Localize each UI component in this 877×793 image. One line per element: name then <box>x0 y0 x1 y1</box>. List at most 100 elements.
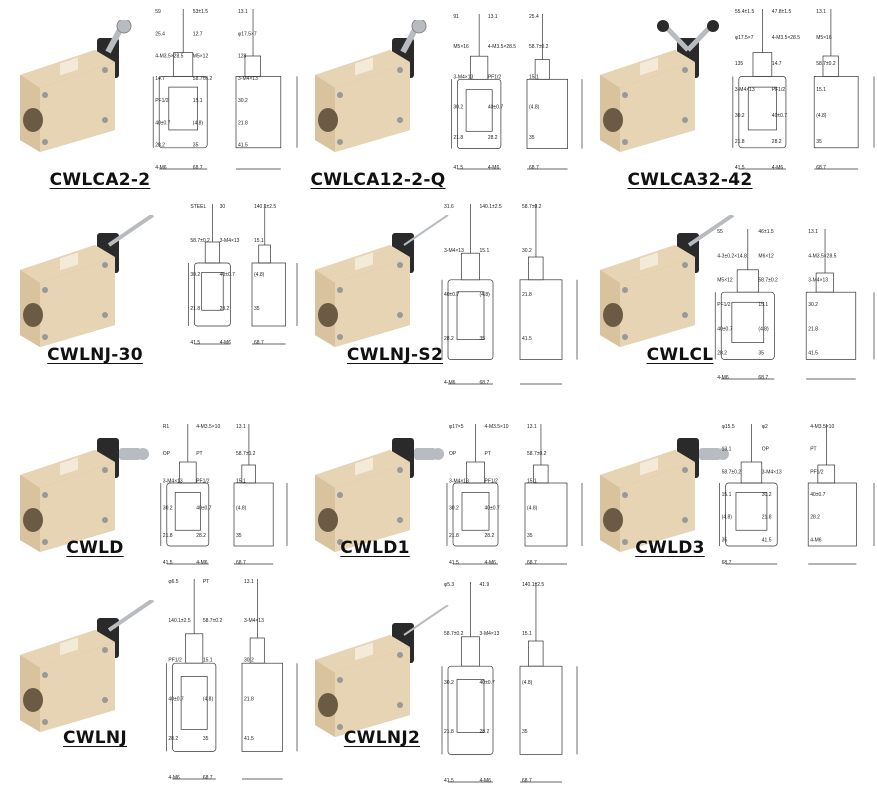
dimension-label: 46±1.5 <box>758 229 773 235</box>
dimension-label: (4.8) <box>203 697 214 703</box>
dimension-label: 4-M6 <box>772 165 784 171</box>
switch-body <box>600 50 695 152</box>
dimension-label: 15.1 <box>522 631 532 637</box>
dimension-label: 4-M3.5×28.5 <box>772 35 800 41</box>
dimension-label: (4.8) <box>816 113 827 119</box>
dimension-label: 68.7 <box>236 560 246 566</box>
dimension-label: 28.2 <box>810 515 820 521</box>
dimension-label: 4-M6 <box>168 775 180 781</box>
dimension-label: 135 <box>735 61 744 67</box>
dimension-label: 4-M3.5×10 <box>810 424 834 430</box>
dimension-label: 58.7±0.2 <box>444 631 464 637</box>
dimension-label: 55.4±1.5 <box>735 9 755 15</box>
dimension-label: 4-M6 <box>488 165 500 171</box>
dimension-label: 15.1 <box>529 74 539 80</box>
product-photo <box>595 420 735 560</box>
dimension-label: 4-M6 <box>155 165 167 171</box>
dimension-label: PT <box>196 451 202 457</box>
dimension-label: STEEL <box>190 204 206 210</box>
dimension-label: (4.8) <box>529 105 540 111</box>
model-name: CWLCA2-2 <box>49 170 151 190</box>
model-name: CWLD1 <box>340 538 410 558</box>
switch-body <box>315 245 410 347</box>
dimension-label: 4-M3.5×28.5 <box>808 253 836 259</box>
dimension-label: φ6.5 <box>168 579 178 585</box>
dimension-label: 35 <box>527 533 533 539</box>
dimension-label: 41.5 <box>453 165 463 171</box>
dimension-label: 14.7 <box>772 61 782 67</box>
dimension-label: 140.1±2.5 <box>522 582 544 588</box>
dimension-label: 4-M3.5×10 <box>485 424 509 430</box>
dimension-label: 41.5 <box>190 340 200 346</box>
dimension-label: 40±0.7 <box>717 326 732 332</box>
dimension-label: 4-M6 <box>485 560 497 566</box>
dimension-label: 35 <box>758 351 764 357</box>
model-name: CWLNJ <box>62 728 128 748</box>
switch-body <box>20 630 115 732</box>
model-name: CWLCA32-42 <box>627 170 753 190</box>
dimension-label: R1 <box>163 424 170 430</box>
dimension-label: 41.5 <box>238 143 248 149</box>
dimension-label: 4-M6 <box>717 375 729 381</box>
dimension-label: 41.5 <box>163 560 173 566</box>
dimension-label: 3-M4×13 <box>238 76 258 82</box>
product-photo <box>15 598 155 740</box>
dimension-label: 21.8 <box>444 729 454 735</box>
switch-body <box>20 50 115 152</box>
model-name: CWLNJ-S2 <box>346 345 444 365</box>
dimension-label: 4-M6 <box>444 380 456 386</box>
dimension-label: (4.8) <box>522 680 533 686</box>
technical-drawing-lines <box>446 424 583 565</box>
dimension-label: (4.8) <box>236 506 247 512</box>
dimension-label: 68.7 <box>758 375 768 381</box>
dimension-label: 40±0.7 <box>810 492 825 498</box>
dimension-label: 35 <box>522 729 528 735</box>
dimension-label: 30.2 <box>449 506 459 512</box>
dimension-label: 3-M4×13 <box>480 631 500 637</box>
dimension-label: 12.7 <box>193 31 203 37</box>
switch-body <box>315 635 410 737</box>
switch-body <box>600 450 695 552</box>
product-photo <box>310 18 450 160</box>
model-name: CWLD <box>66 538 124 558</box>
dimension-label: 15.1 <box>722 492 732 498</box>
dimension-label: 91 <box>453 14 459 20</box>
dimension-label: 41.5 <box>808 351 818 357</box>
technical-drawing-lines <box>441 582 578 783</box>
dimension-label: 40±0.7 <box>196 506 211 512</box>
dimension-label: 28.2 <box>480 729 490 735</box>
dimension-label: (4.8) <box>527 506 538 512</box>
switch-body <box>315 50 410 152</box>
technical-drawing-lines <box>732 9 875 170</box>
technical-drawing-lines <box>451 14 583 170</box>
switch-body <box>315 450 410 552</box>
dimension-label: 3-M4×13 <box>762 469 782 475</box>
dimension-label: 41.5 <box>444 778 454 784</box>
dimension-label: M6×12 <box>758 253 774 259</box>
dimension-label: 30.2 <box>808 302 818 308</box>
product-photo <box>15 213 155 355</box>
dimension-label: 35 <box>236 533 242 539</box>
dimension-label: PF1/2 <box>485 478 499 484</box>
dimension-label: 13.1 <box>236 424 246 430</box>
dimension-label: 35 <box>480 336 486 342</box>
model-name: CWLCL <box>646 345 714 365</box>
dimension-label: 30.2 <box>238 98 248 104</box>
dimension-label: 30.2 <box>762 492 772 498</box>
dimension-label: 68.7 <box>816 165 826 171</box>
dimension-label: 30.2 <box>453 105 463 111</box>
switch-body <box>20 450 115 552</box>
model-name: CWLNJ-30 <box>47 345 143 365</box>
dimension-label: φ17.5×7 <box>238 31 257 37</box>
dimension-label: M5×16 <box>453 44 469 50</box>
dimension-label: 35 <box>816 139 822 145</box>
dimension-label: 68.7 <box>203 775 213 781</box>
dimension-label: OP <box>762 447 770 453</box>
model-name: CWLD3 <box>635 538 705 558</box>
